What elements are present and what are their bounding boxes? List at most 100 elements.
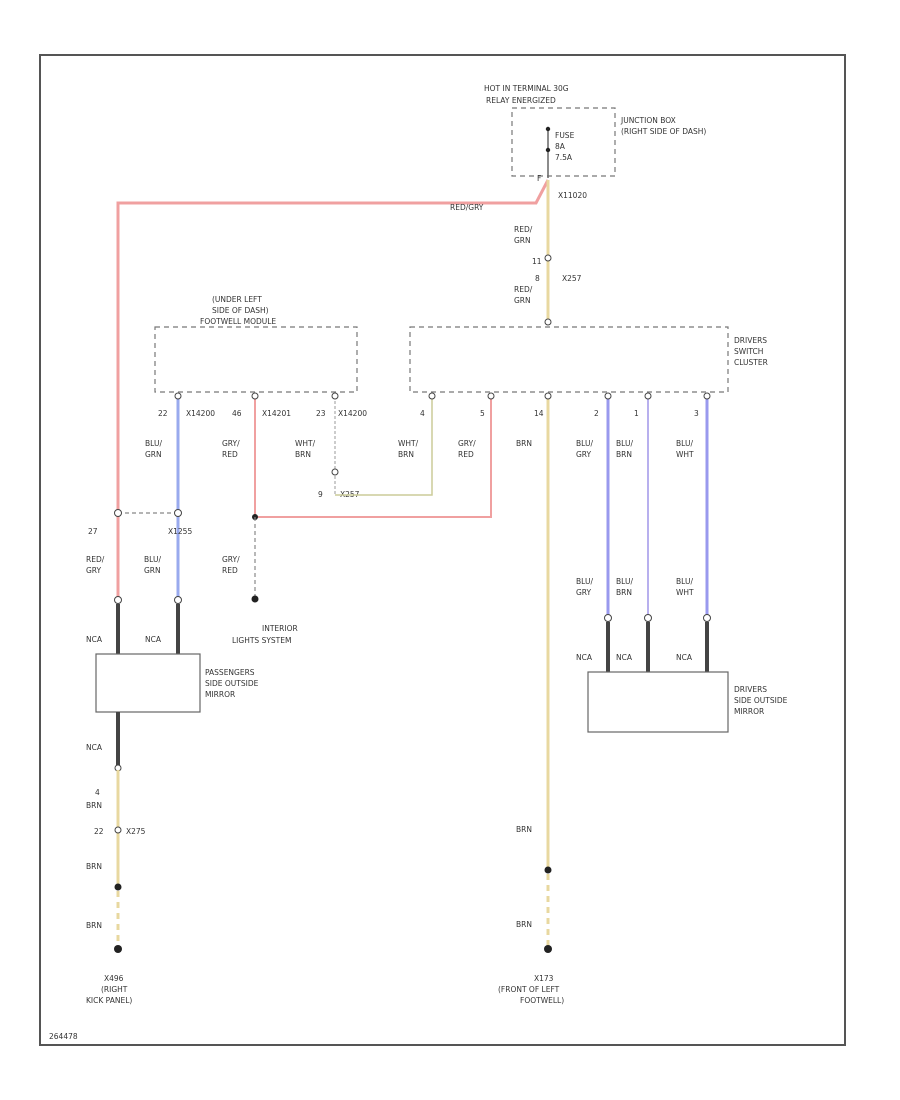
- wire-red-gry-top: [116, 179, 550, 598]
- diagram-frame: [39, 54, 846, 1046]
- red-gry-top-label: RED/GRY: [450, 203, 484, 212]
- blu-brn-c2: BRN: [616, 450, 632, 459]
- red-grn-a-1: RED/: [514, 225, 533, 234]
- dsc-pin-14-top-stub: [544, 318, 552, 326]
- passenger-mirror-box: [95, 653, 201, 713]
- x257-label: X257: [562, 274, 582, 283]
- ground-right-splice: [544, 866, 552, 874]
- dsm-pin-3: [703, 614, 711, 622]
- psm-label-1: PASSENGERS: [205, 668, 255, 677]
- dsc-pin-2-stub: [604, 392, 612, 400]
- blu-wht-r2: WHT: [676, 588, 694, 597]
- blu-brn-r2: BRN: [616, 588, 632, 597]
- pin-27: 27: [88, 527, 98, 536]
- brn-l3: BRN: [86, 921, 102, 930]
- pin-f: F: [537, 174, 541, 183]
- red-gry-l1: RED/: [86, 555, 105, 564]
- ground-right-1: X173: [534, 974, 554, 983]
- fm-x14200-a: X14200: [186, 409, 215, 418]
- blu-wht-c2: WHT: [676, 450, 694, 459]
- fm-pin-22-stub: [174, 392, 182, 400]
- wht-brn-c2: BRN: [398, 450, 414, 459]
- wht-brn-1: WHT/: [295, 439, 316, 448]
- dsc-pin-2: 2: [594, 409, 599, 418]
- blu-gry-c1: BLU/: [576, 439, 593, 448]
- fuse-label: FUSE: [555, 131, 575, 140]
- pin-8: 8: [535, 274, 540, 283]
- x275-connector: [114, 826, 122, 834]
- brn-l1: BRN: [86, 801, 102, 810]
- dsc-pin-4: 4: [420, 409, 425, 418]
- connector-pin-11: [544, 254, 552, 262]
- dsc-pin-1: 1: [634, 409, 639, 418]
- blu-wht-c1: BLU/: [676, 439, 693, 448]
- nca-r3: NCA: [676, 653, 693, 662]
- x11020-label: X11020: [558, 191, 587, 200]
- brn-l2: BRN: [86, 862, 102, 871]
- ground-left-point: [114, 945, 122, 953]
- red-grn-b-2: GRN: [514, 296, 531, 305]
- ground-left-splice: [114, 883, 122, 891]
- dsc-label-3: CLUSTER: [734, 358, 768, 367]
- gry-red-l2: RED: [222, 566, 238, 575]
- wht-brn-c1: WHT/: [398, 439, 419, 448]
- blu-grn-l1: BLU/: [144, 555, 161, 564]
- dsm-pin-1: [604, 614, 612, 622]
- x1255-pin-left: [114, 509, 122, 517]
- psm-label-3: MIRROR: [205, 690, 235, 699]
- fuse-amperage: 7.5A: [555, 153, 573, 162]
- ground-left-3: KICK PANEL): [86, 996, 132, 1005]
- wht-brn-2: BRN: [295, 450, 311, 459]
- dsc-pin-14: 14: [534, 409, 544, 418]
- fm-x14200-b: X14200: [338, 409, 367, 418]
- interior-node: [251, 595, 259, 603]
- pin-22: 22: [94, 827, 104, 836]
- gry-red-2: RED: [222, 450, 238, 459]
- gry-red-l1: GRY/: [222, 555, 240, 564]
- red-grn-a-2: GRN: [514, 236, 531, 245]
- junction-label-2: (RIGHT SIDE OF DASH): [621, 127, 706, 136]
- nca-3: NCA: [86, 743, 103, 752]
- nca-1: NCA: [86, 635, 103, 644]
- drivers-switch-cluster-box: [409, 326, 729, 393]
- red-grn-b-1: RED/: [514, 285, 533, 294]
- blu-gry-c2: GRY: [576, 450, 592, 459]
- pin-11: 11: [532, 257, 542, 266]
- interior-label-1: INTERIOR: [262, 624, 298, 633]
- blu-grn-l2: GRN: [144, 566, 161, 575]
- dsm-label-1: DRIVERS: [734, 685, 767, 694]
- fm-x14201: X14201: [262, 409, 291, 418]
- fm-pin-46: 46: [232, 409, 242, 418]
- fm-pin-46-stub: [251, 392, 259, 400]
- connector-pin-9: [331, 468, 339, 476]
- brn-r1: BRN: [516, 825, 532, 834]
- blu-brn-r1: BLU/: [616, 577, 633, 586]
- x1255-pin-right: [174, 509, 182, 517]
- ground-right-2: (FRONT OF LEFT: [498, 985, 560, 994]
- nca-2: NCA: [145, 635, 162, 644]
- x275-label: X275: [126, 827, 146, 836]
- junction-box: [511, 107, 616, 177]
- gry-red-1: GRY/: [222, 439, 240, 448]
- psm-pin-left: [114, 596, 122, 604]
- dsc-pin-3: 3: [694, 409, 699, 418]
- blu-gry-r2: GRY: [576, 588, 592, 597]
- dsm-pin-2: [644, 614, 652, 622]
- drivers-mirror-box: [587, 671, 729, 733]
- wire-wht-brn-link: [335, 396, 433, 496]
- footwell-module-box: [154, 326, 358, 393]
- relay-label: RELAY ENERGIZED: [486, 96, 556, 105]
- diagram-id: 264478: [49, 1032, 78, 1041]
- footwell-label-3: FOOTWELL MODULE: [200, 317, 276, 326]
- blu-brn-c1: BLU/: [616, 439, 633, 448]
- fuse-mid-node: [545, 147, 551, 153]
- dsc-label-1: DRIVERS: [734, 336, 767, 345]
- dsc-pin-1-stub: [644, 392, 652, 400]
- dsc-pin-4-stub: [428, 392, 436, 400]
- footwell-label-2: SIDE OF DASH): [212, 306, 269, 315]
- fuse-top-node: [545, 126, 551, 132]
- dsc-pin-5-stub: [487, 392, 495, 400]
- brn-r2: BRN: [516, 920, 532, 929]
- pin-4b: 4: [95, 788, 100, 797]
